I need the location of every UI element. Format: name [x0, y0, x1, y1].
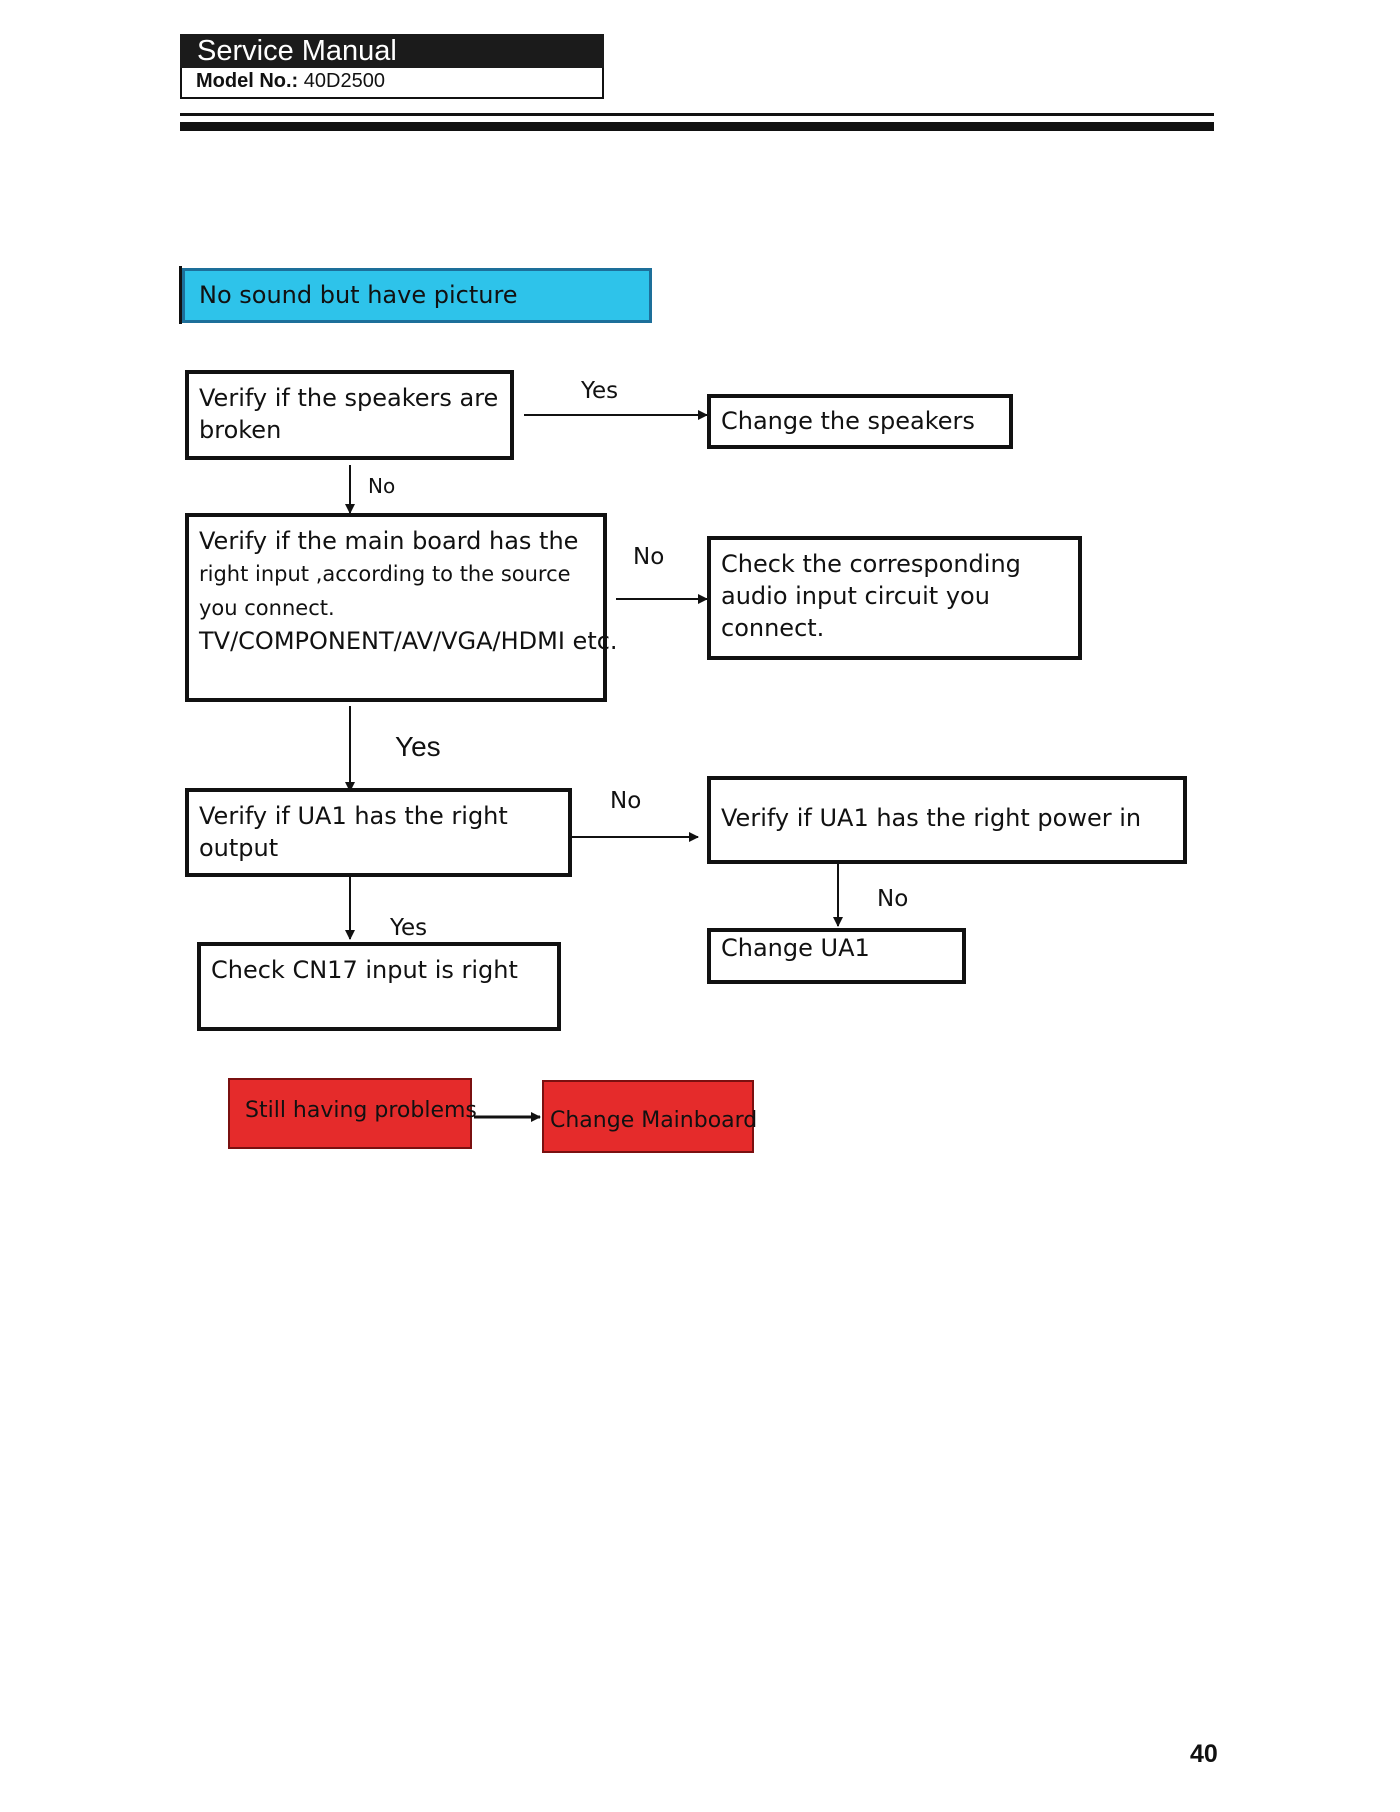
label-ua1-output-yes: Yes	[390, 915, 428, 941]
label-speakers-yes: Yes	[581, 378, 619, 404]
node-check-cn17: Check CN17 input is right	[197, 942, 561, 1031]
node-change-speakers: Change the speakers	[707, 394, 1013, 449]
main-board-line-1: Verify if the main board has the	[199, 527, 579, 555]
node-still-problems: Still having problems	[228, 1078, 477, 1149]
header-rule-thin	[180, 113, 1214, 116]
node-change-ua1: Change UA1	[707, 928, 966, 984]
header-rule-thick	[180, 122, 1214, 131]
label-speakers-no: No	[368, 474, 396, 498]
node-speakers-broken: Verify if the speakers are broken	[185, 370, 514, 460]
node-main-board: Verify if the main board has the right i…	[185, 513, 618, 702]
node-change-mainboard: Change Mainboard	[542, 1080, 757, 1153]
main-board-line-2: right input ,according to the source	[199, 562, 571, 586]
title-marker	[179, 266, 182, 324]
main-board-line-3: you connect.	[199, 596, 335, 620]
model-number: Model No.: 40D2500	[180, 68, 604, 99]
label-mainboard-yes: Yes	[395, 731, 441, 762]
node-check-audio-circuit: Check the corresponding audio input circ…	[707, 536, 1082, 660]
label-ua1-power-no: No	[877, 886, 909, 912]
node-ua1-output: Verify if UA1 has the right output	[185, 788, 572, 877]
label-mainboard-no: No	[633, 544, 665, 570]
flowchart-title: No sound but have picture	[182, 268, 652, 323]
model-label: Model No.:	[196, 70, 299, 92]
main-board-line-4: TV/COMPONENT/AV/VGA/HDMI etc.	[199, 627, 618, 655]
label-ua1-output-no: No	[610, 788, 642, 814]
page-number: 40	[1190, 1740, 1218, 1768]
manual-title: Service Manual	[180, 34, 604, 68]
model-value: 40D2500	[298, 70, 385, 92]
node-ua1-power: Verify if UA1 has the right power in	[707, 776, 1187, 864]
